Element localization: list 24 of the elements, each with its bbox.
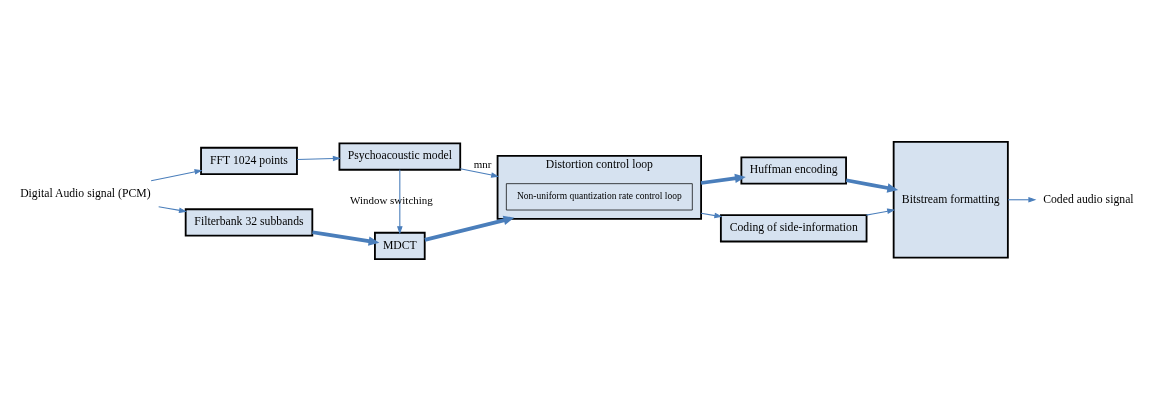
arrow (158, 206, 188, 214)
arrow (845, 178, 899, 193)
edge-label: mnr (473, 157, 492, 170)
arrow (700, 212, 723, 219)
arrow (150, 169, 203, 182)
arrow (424, 215, 515, 242)
node-box: Huffman encoding (740, 156, 847, 185)
node-box: Psychoacoustic model (338, 142, 462, 171)
node-box: Coding of side-information (719, 214, 868, 243)
arrow (312, 230, 380, 246)
arrow (459, 168, 500, 178)
node-box: FFT 1024 points (200, 146, 298, 176)
arrow (296, 155, 341, 162)
edge-label: Window switching (350, 193, 433, 206)
node-box: Non-uniform quantization rate control loop (506, 183, 693, 211)
arrow (865, 208, 896, 216)
node-text: Digital Audio signal (PCM) (20, 186, 151, 200)
arrow (1007, 196, 1037, 203)
arrow (700, 173, 746, 185)
node-box: Bitstream formatting (892, 141, 1009, 259)
node-text: Coded audio signal (1043, 192, 1134, 206)
arrow (397, 169, 403, 235)
node-box: Filterbank 32 subbands (184, 208, 314, 237)
node-box: MDCT (374, 231, 426, 260)
